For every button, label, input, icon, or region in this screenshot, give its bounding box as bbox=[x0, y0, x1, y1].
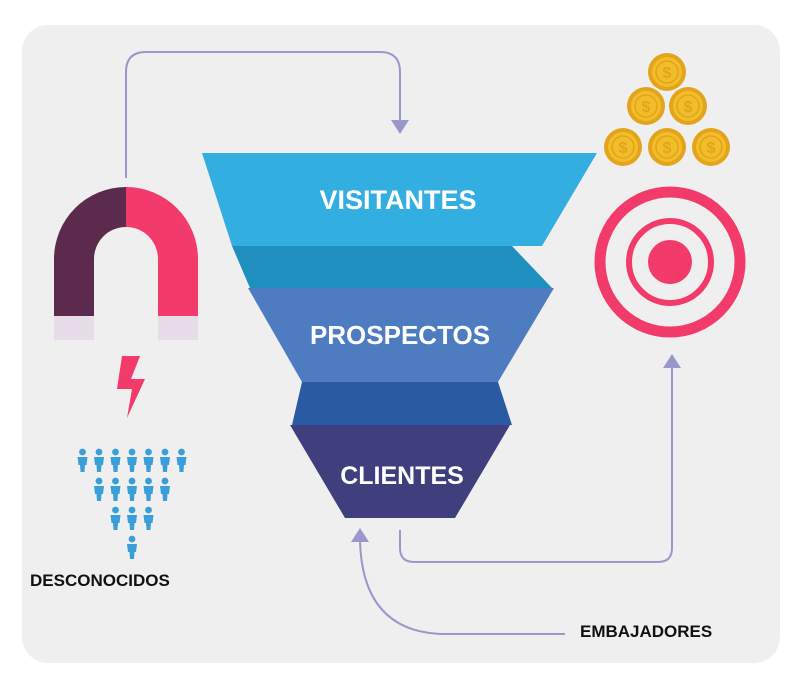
label-desconocidos: DESCONOCIDOS bbox=[30, 571, 170, 590]
arrowhead-top bbox=[391, 120, 409, 134]
person-icon bbox=[77, 448, 88, 472]
stage-label-prospectos: PROSPECTOS bbox=[310, 320, 490, 350]
stage-label-visitantes: VISITANTES bbox=[319, 185, 476, 215]
person-icon bbox=[176, 448, 187, 472]
target-icon bbox=[594, 186, 746, 338]
person-icon bbox=[94, 477, 104, 501]
arrowhead-clients bbox=[351, 528, 369, 542]
people-icon bbox=[77, 448, 187, 559]
person-icon bbox=[94, 448, 104, 472]
arrow-magnet-to-funnel bbox=[125, 51, 401, 178]
person-icon bbox=[127, 506, 137, 530]
coin-icon: $ bbox=[648, 53, 686, 91]
stage-label-clientes: CLIENTES bbox=[340, 462, 464, 490]
coins-icon: $ $ $ $ $ $ bbox=[604, 53, 730, 166]
person-icon bbox=[143, 506, 154, 530]
arrow-ambassadors-to-clients bbox=[359, 539, 565, 635]
arrow-clients-to-target bbox=[399, 368, 673, 563]
coin-symbol: $ bbox=[663, 140, 672, 157]
coin-symbol: $ bbox=[707, 140, 716, 157]
funnel-stage-visitantes bbox=[202, 153, 597, 246]
funnel-stage-prospectos bbox=[248, 288, 554, 382]
funnel-connector-1 bbox=[232, 246, 552, 288]
person-icon bbox=[143, 477, 154, 501]
person-icon bbox=[127, 448, 137, 472]
coin-icon: $ bbox=[648, 128, 686, 166]
person-icon bbox=[127, 477, 137, 501]
arrowhead-target bbox=[663, 354, 681, 368]
funnel-connector-2 bbox=[292, 382, 512, 425]
magnet-icon bbox=[54, 187, 198, 340]
coin-icon: $ bbox=[604, 128, 642, 166]
coin-symbol: $ bbox=[663, 65, 672, 82]
person-icon bbox=[110, 477, 121, 501]
person-icon bbox=[110, 506, 121, 530]
person-icon bbox=[143, 448, 154, 472]
coin-symbol: $ bbox=[619, 140, 628, 157]
coin-icon: $ bbox=[669, 87, 707, 125]
coin-symbol: $ bbox=[684, 99, 693, 116]
lightning-icon bbox=[117, 356, 145, 418]
coin-icon: $ bbox=[627, 87, 665, 125]
person-icon bbox=[160, 477, 170, 501]
person-icon bbox=[127, 535, 137, 559]
funnel-stage-clientes bbox=[290, 425, 510, 518]
person-icon bbox=[160, 448, 170, 472]
label-embajadores: EMBAJADORES bbox=[580, 622, 713, 641]
coin-symbol: $ bbox=[642, 99, 651, 116]
person-icon bbox=[110, 448, 121, 472]
coin-icon: $ bbox=[692, 128, 730, 166]
